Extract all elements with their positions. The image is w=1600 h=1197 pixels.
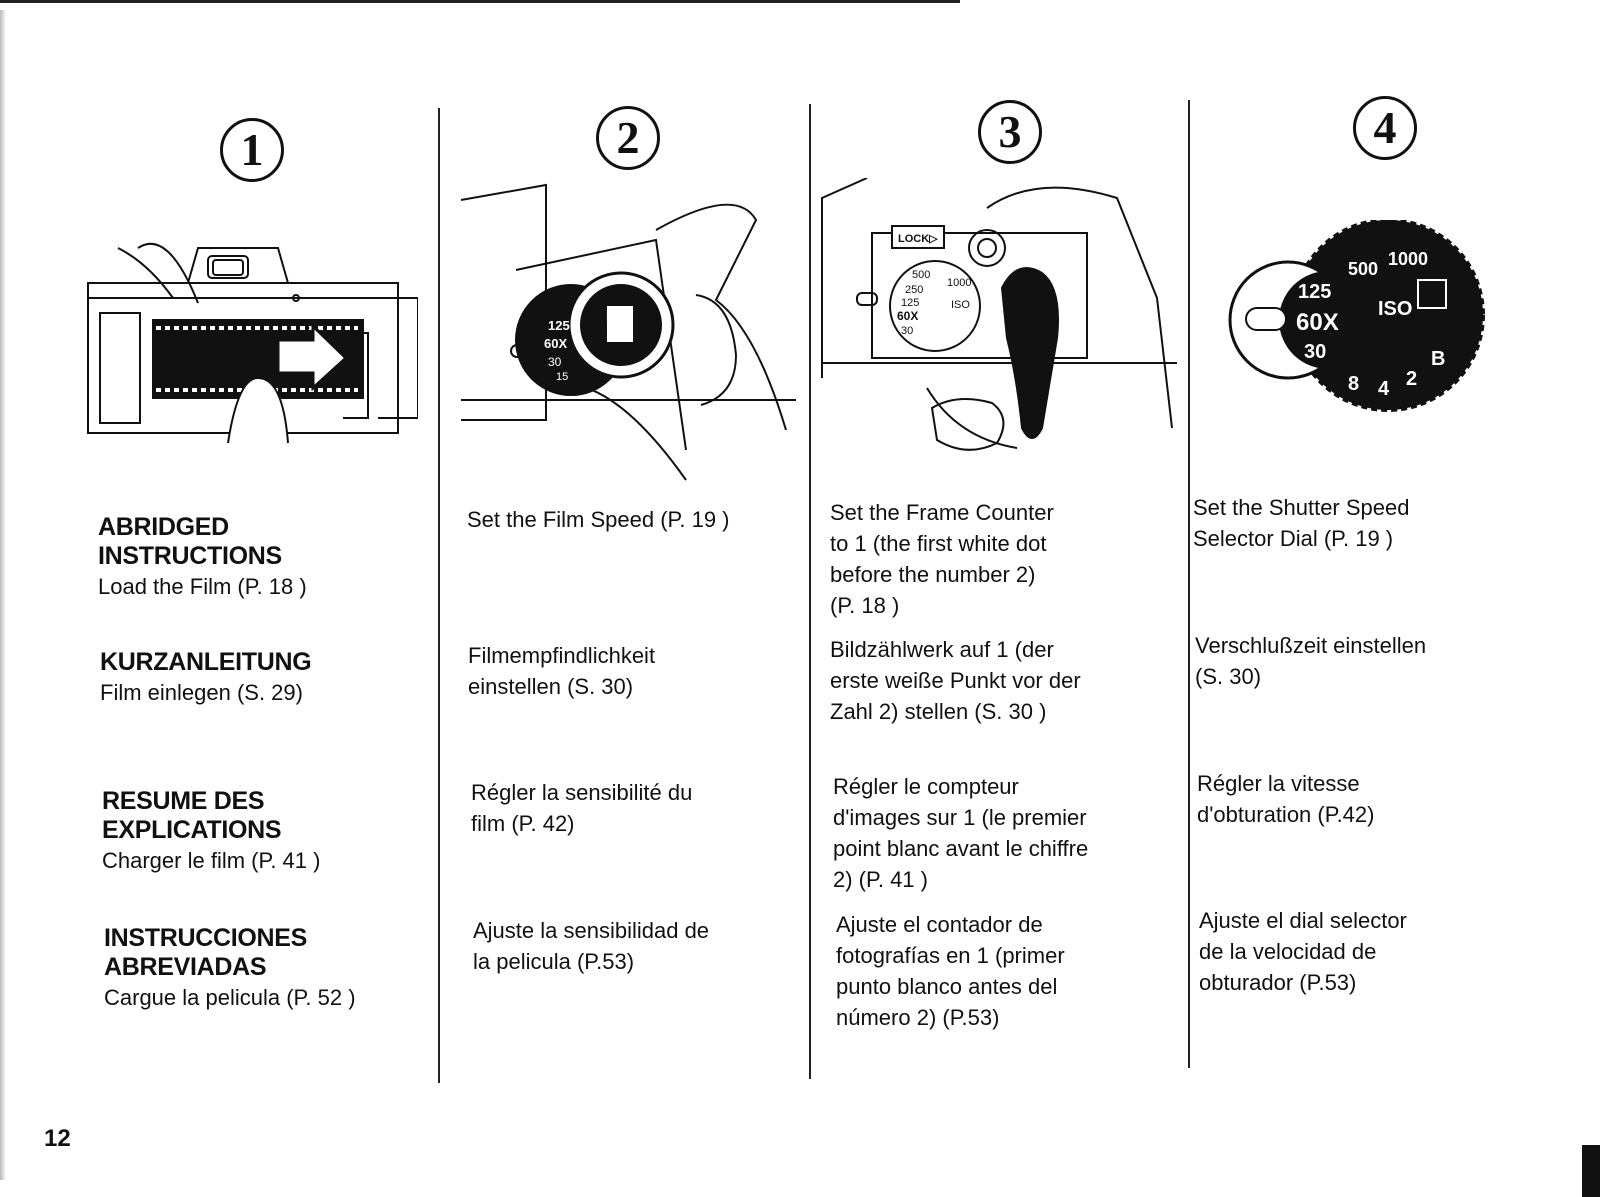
counter-dial-250: 250 — [905, 284, 923, 296]
column-divider-2 — [809, 104, 811, 1079]
shutter-dial-illustration: 125 60X 30 500 1000 ISO 8 4 2 B — [1228, 220, 1488, 420]
step1-english-block: ABRIDGED INSTRUCTIONS Load the Film (P. … — [98, 513, 307, 602]
step2-english-block: Set the Film Speed (P. 19 ) — [467, 504, 730, 535]
film-dial-label-30: 30 — [548, 355, 562, 369]
step3-german-line2: erste weiße Punkt vor der — [830, 668, 1081, 693]
step1-english-heading-line2: INSTRUCTIONS — [98, 542, 282, 570]
step1-german-block: KURZANLEITUNG Film einlegen (S. 29) — [100, 648, 312, 708]
step3-german-line1: Bildzählwerk auf 1 (der — [830, 637, 1054, 662]
step3-french-line2: d'images sur 1 (le premier — [833, 805, 1087, 830]
counter-dial-500: 500 — [912, 269, 930, 281]
step1-english-text: Load the Film (P. 18 ) — [98, 574, 307, 599]
shutter-dial-60x: 60X — [1296, 309, 1339, 336]
lock-label: LOCK▷ — [898, 233, 938, 245]
step1-spanish-heading-line2: ABREVIADAS — [104, 953, 267, 981]
page-left-shadow — [0, 10, 6, 1180]
step3-english-line2: to 1 (the first white dot — [830, 531, 1047, 556]
counter-dial-iso: ISO — [951, 299, 970, 311]
shutter-dial-iso: ISO — [1378, 298, 1412, 320]
step4-french-line2: d'obturation (P.42) — [1197, 802, 1375, 827]
film-dial-label-125: 125 — [548, 318, 570, 333]
counter-dial-1000: 1000 — [947, 277, 971, 289]
film-speed-illustration: 125 60X 30 15 ISO — [456, 180, 796, 490]
step4-spanish-line1: Ajuste el dial selector — [1199, 908, 1407, 933]
page-corner-mark — [1582, 1145, 1600, 1197]
step4-english-block: Set the Shutter Speed Selector Dial (P. … — [1193, 492, 1410, 554]
counter-dial-125: 125 — [901, 297, 919, 309]
page-number: 12 — [44, 1125, 71, 1152]
step-number-2: 2 — [596, 106, 660, 170]
step3-french-line4: 2) (P. 41 ) — [833, 867, 928, 892]
step3-english-line3: before the number 2) — [830, 562, 1036, 587]
step3-german-block: Bildzählwerk auf 1 (der erste weiße Punk… — [830, 634, 1081, 727]
step3-spanish-line3: punto blanco antes del — [836, 974, 1058, 999]
shutter-dial-b: B — [1431, 348, 1445, 370]
step1-german-heading: KURZANLEITUNG — [100, 648, 312, 676]
step1-french-text: Charger le film (P. 41 ) — [102, 848, 321, 873]
film-dial-label-60x: 60X — [544, 336, 567, 351]
step4-spanish-line2: de la velocidad de — [1199, 939, 1377, 964]
step3-english-block: Set the Frame Counter to 1 (the first wh… — [830, 497, 1054, 621]
shutter-dial-30: 30 — [1304, 341, 1326, 363]
step2-german-line1: Filmempfindlichkeit — [468, 643, 656, 668]
step2-english-line1: Set the Film Speed (P. 19 ) — [467, 507, 730, 532]
step2-german-block: Filmempfindlichkeit einstellen (S. 30) — [468, 640, 655, 702]
step3-english-line4: (P. 18 ) — [830, 593, 900, 618]
shutter-dial-2: 2 — [1406, 368, 1417, 390]
step1-french-block: RESUME DES EXPLICATIONS Charger le film … — [102, 787, 320, 876]
step3-spanish-line1: Ajuste el contador de — [836, 912, 1043, 937]
step-number-3: 3 — [978, 100, 1042, 164]
step2-french-line1: Régler la sensibilité du — [471, 780, 693, 805]
top-edge-line — [0, 0, 960, 3]
step1-french-heading-line2: EXPLICATIONS — [102, 816, 282, 844]
step2-spanish-line1: Ajuste la sensibilidad de — [473, 918, 710, 943]
step1-german-text: Film einlegen (S. 29) — [100, 680, 303, 705]
step2-german-line2: einstellen (S. 30) — [468, 674, 634, 699]
step-number-1: 1 — [220, 118, 284, 182]
step2-spanish-block: Ajuste la sensibilidad de la pelicula (P… — [473, 915, 709, 977]
step3-spanish-line4: número 2) (P.53) — [836, 1005, 1000, 1030]
column-divider-3 — [1188, 100, 1190, 1068]
counter-dial-60x: 60X — [897, 309, 918, 323]
column-divider-1 — [438, 108, 440, 1083]
step4-french-line1: Régler la vitesse — [1197, 771, 1360, 796]
step3-english-line1: Set the Frame Counter — [830, 500, 1054, 525]
frame-counter-illustration: LOCK▷ 500 250 125 60X 30 1000 ISO — [817, 178, 1177, 478]
step-number-4: 4 — [1353, 96, 1417, 160]
step4-german-block: Verschlußzeit einstellen (S. 30) — [1195, 630, 1426, 692]
step4-french-block: Régler la vitesse d'obturation (P.42) — [1197, 768, 1374, 830]
step1-spanish-text: Cargue la pelicula (P. 52 ) — [104, 985, 356, 1010]
step3-french-line1: Régler le compteur — [833, 774, 1019, 799]
shutter-dial-4: 4 — [1378, 378, 1390, 400]
step1-spanish-block: INSTRUCCIONES ABREVIADAS Cargue la pelic… — [104, 924, 356, 1013]
step1-english-heading-line1: ABRIDGED — [98, 513, 229, 541]
step2-french-line2: film (P. 42) — [471, 811, 575, 836]
step4-spanish-block: Ajuste el dial selector de la velocidad … — [1199, 905, 1407, 998]
film-dial-label-15: 15 — [556, 371, 568, 383]
step2-spanish-line2: la pelicula (P.53) — [473, 949, 635, 974]
step3-french-block: Régler le compteur d'images sur 1 (le pr… — [833, 771, 1088, 895]
step4-english-line1: Set the Shutter Speed — [1193, 495, 1410, 520]
shutter-dial-8: 8 — [1348, 373, 1359, 395]
film-dial-label-iso: ISO — [606, 309, 630, 325]
step4-english-line2: Selector Dial (P. 19 ) — [1193, 526, 1394, 551]
step3-french-line3: point blanc avant le chiffre — [833, 836, 1089, 861]
step4-german-line1: Verschlußzeit einstellen — [1195, 633, 1427, 658]
shutter-dial-1000: 1000 — [1388, 249, 1428, 269]
step3-spanish-block: Ajuste el contador de fotografías en 1 (… — [836, 909, 1065, 1033]
camera-back-illustration — [78, 228, 418, 448]
step3-spanish-line2: fotografías en 1 (primer — [836, 943, 1065, 968]
step1-spanish-heading-line1: INSTRUCCIONES — [104, 924, 308, 952]
shutter-dial-500: 500 — [1348, 259, 1378, 279]
step1-french-heading-line1: RESUME DES — [102, 787, 265, 815]
counter-dial-30: 30 — [901, 325, 913, 337]
step4-german-line2: (S. 30) — [1195, 664, 1262, 689]
step4-spanish-line3: obturador (P.53) — [1199, 970, 1357, 995]
shutter-dial-125: 125 — [1298, 281, 1331, 303]
step2-french-block: Régler la sensibilité du film (P. 42) — [471, 777, 692, 839]
step3-german-line3: Zahl 2) stellen (S. 30 ) — [830, 699, 1047, 724]
